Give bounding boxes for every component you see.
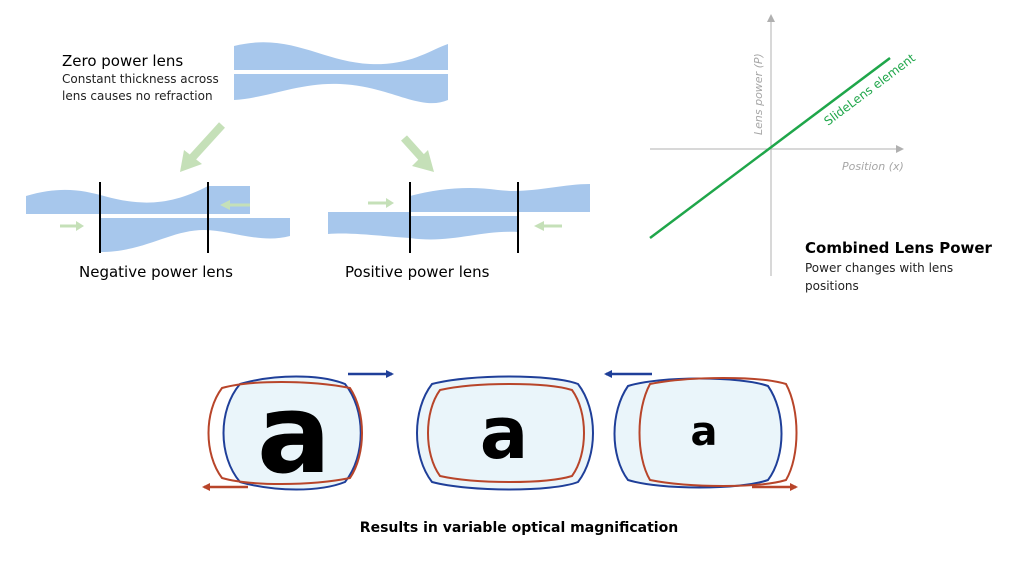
graph-y-axis-label: Lens power (P) (752, 53, 765, 135)
positive-lens-top-element (410, 184, 590, 212)
magnified-glyph-large: a (257, 370, 331, 498)
magnifier-red-frame-large (207, 381, 363, 485)
positive-shift-arrow-left (534, 221, 562, 231)
magnified-glyph-medium: a (480, 391, 529, 475)
zero-power-lens (234, 42, 448, 104)
graph-line-label: SlideLens element (821, 51, 918, 129)
negative-power-lens (26, 182, 290, 253)
negative-shift-arrow-left (220, 200, 250, 210)
positive-shift-arrow-right (368, 198, 394, 208)
magnifier-red-frame-medium (427, 383, 585, 483)
magnification-caption: Results in variable optical magnificatio… (360, 520, 678, 536)
positive-power-lens-label: Positive power lens (345, 263, 490, 281)
magnifier-blue-frame-medium (416, 375, 594, 491)
negative-power-lens-label: Negative power lens (79, 263, 233, 281)
combined-lens-power-desc-line1: Power changes with lens (805, 261, 953, 275)
negative-shift-arrow-right (60, 221, 84, 231)
magnifier-blue-frame-small (613, 377, 783, 489)
guide-arrow-to-negative (180, 122, 225, 172)
magnifier-blue-frame-large (222, 375, 362, 491)
zero-power-lens-desc-line1: Constant thickness across (62, 72, 219, 86)
zero-lens-top-element (234, 42, 448, 70)
graph-x-axis-arrowhead (896, 145, 904, 153)
guide-arrow-to-positive (401, 135, 434, 172)
zero-power-lens-desc-line2: lens causes no refraction (62, 89, 213, 103)
magnifier-lens-large: a (202, 370, 394, 498)
magnifier-lens-medium: a (416, 375, 594, 491)
negative-lens-top-element (26, 186, 250, 214)
magnifier-red-frame-small (638, 377, 798, 487)
graph-x-axis-label: Position (x) (842, 160, 904, 173)
negative-lens-bottom-element (100, 218, 290, 252)
magnifier-lens-small: a (604, 370, 798, 491)
lens-power-graph (649, 14, 904, 276)
zero-lens-bottom-element (234, 74, 448, 104)
magnified-glyph-small: a (691, 409, 718, 455)
combined-lens-power-desc-line2: positions (805, 279, 859, 293)
zero-power-lens-title: Zero power lens (62, 52, 183, 70)
positive-lens-bottom-element (328, 212, 518, 240)
combined-lens-power-title: Combined Lens Power (805, 239, 993, 257)
positive-power-lens (328, 182, 590, 253)
slidelens-power-line (649, 57, 891, 239)
graph-y-axis-arrowhead (767, 14, 775, 22)
